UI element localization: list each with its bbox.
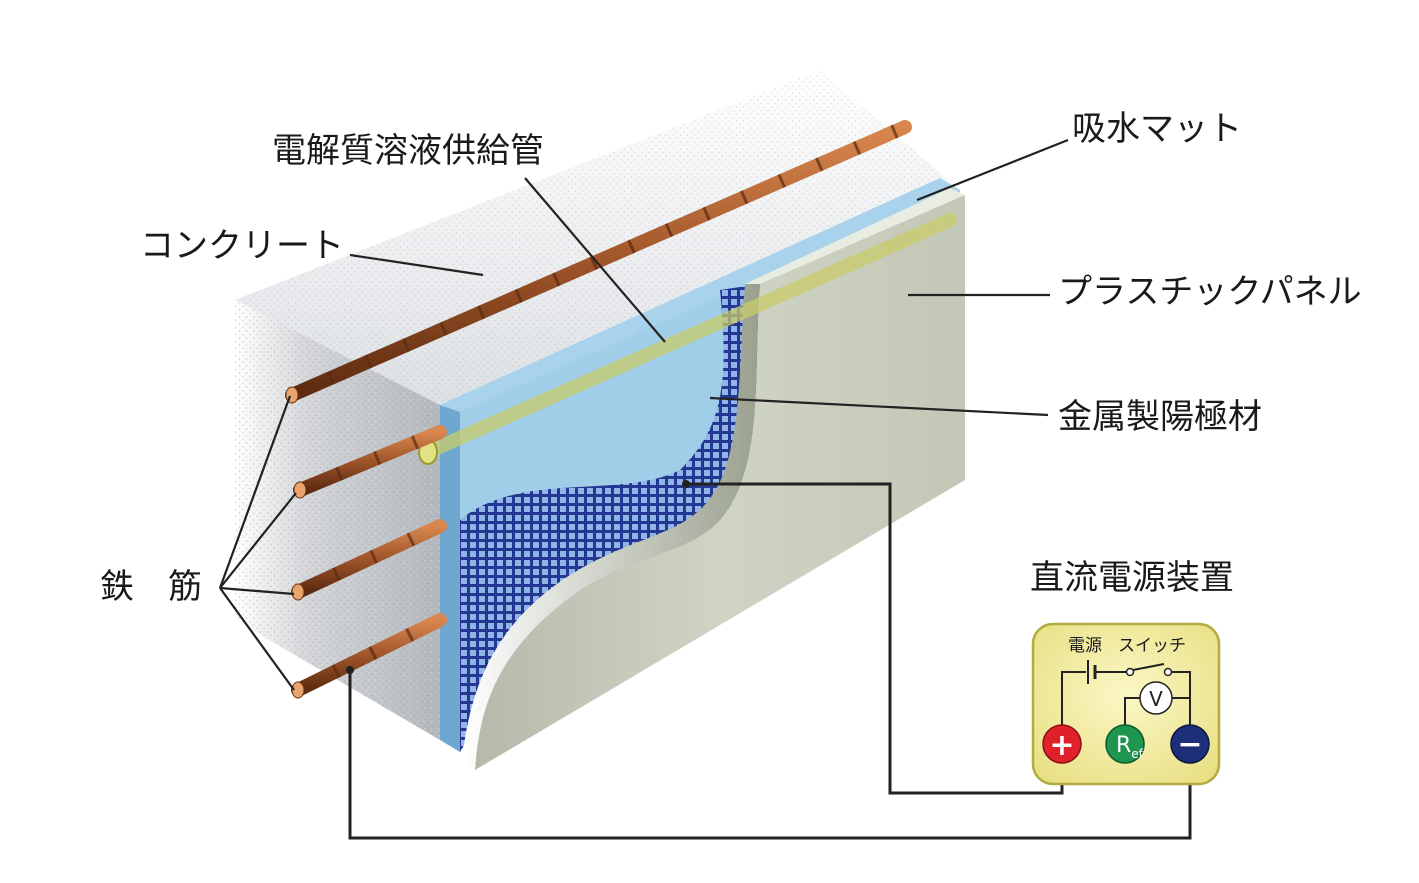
panel-face bbox=[475, 195, 965, 770]
rebar-2 bbox=[293, 425, 447, 499]
leader-mat bbox=[916, 138, 1069, 202]
ref-symbol: Ref bbox=[1116, 733, 1144, 761]
metal-anode-mesh bbox=[460, 284, 760, 752]
minus-terminal bbox=[1170, 724, 1210, 764]
switch-contact-left bbox=[1125, 667, 1135, 677]
rebar-connection-point bbox=[346, 666, 354, 674]
dc-power-device: 電源 スイッチ V + Ref − bbox=[1031, 622, 1221, 786]
cathode-wire bbox=[348, 670, 1192, 840]
mat-edge bbox=[440, 405, 460, 752]
minus-symbol: − bbox=[1177, 727, 1202, 762]
leader-pipe bbox=[524, 177, 666, 343]
device-circuit-left bbox=[1061, 671, 1086, 735]
voltmeter-wire-ref bbox=[1124, 697, 1140, 735]
panel-top-edge bbox=[745, 188, 965, 284]
anode-connection-point bbox=[682, 480, 690, 488]
rebars bbox=[285, 120, 912, 699]
leader-concrete bbox=[349, 253, 484, 277]
ref-terminal bbox=[1105, 724, 1145, 764]
label-dc-power-supply: 直流電源装置 bbox=[1030, 558, 1234, 598]
rebar-3 bbox=[291, 519, 447, 601]
label-plastic-panel: プラスチックパネル bbox=[1058, 272, 1362, 312]
leader-rebar bbox=[218, 395, 297, 691]
concrete-block bbox=[235, 70, 960, 740]
label-concrete: コンクリート bbox=[140, 226, 344, 266]
label-electrolyte-pipe: 電解質溶液供給管 bbox=[272, 131, 544, 171]
switch-contact-right bbox=[1163, 667, 1173, 677]
plus-symbol: + bbox=[1049, 728, 1074, 763]
device-power-label: 電源 bbox=[1068, 636, 1102, 656]
mat-top bbox=[440, 178, 960, 412]
device-switch-label: スイッチ bbox=[1118, 636, 1186, 656]
voltmeter-icon bbox=[1139, 681, 1173, 715]
voltmeter-symbol: V bbox=[1149, 687, 1163, 711]
label-absorbent-mat: 吸水マット bbox=[1072, 109, 1242, 149]
panel-rim bbox=[462, 284, 760, 770]
plus-terminal bbox=[1042, 724, 1082, 764]
plastic-panel bbox=[462, 188, 965, 770]
label-rebar: 鉄 筋 bbox=[100, 567, 202, 607]
switch-lever bbox=[1132, 663, 1165, 671]
rebar-4 bbox=[291, 613, 447, 699]
label-metal-anode: 金属製陽極材 bbox=[1058, 397, 1262, 437]
leader-anode bbox=[709, 396, 1049, 417]
